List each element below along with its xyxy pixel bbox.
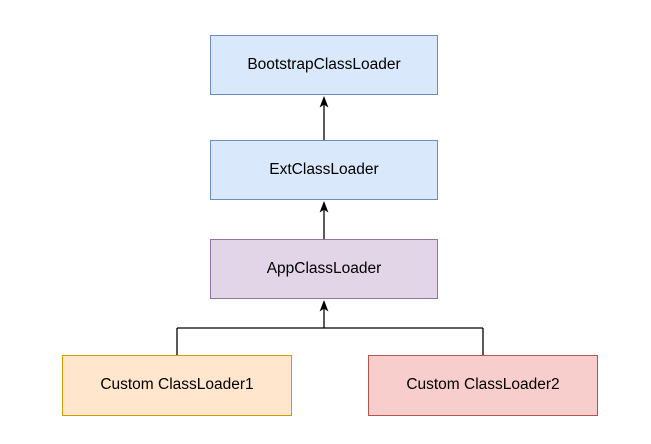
node-ext-classloader: ExtClassLoader [210,140,438,200]
node-app-classloader-label: AppClassLoader [266,259,382,277]
node-bootstrap-classloader-label: BootstrapClassLoader [247,55,401,73]
node-bootstrap-classloader: BootstrapClassLoader [210,35,438,95]
node-custom-classloader1: Custom ClassLoader1 [62,355,292,416]
arrowhead-to-app-icon [319,300,329,312]
arrowhead-to-ext-icon [319,201,329,213]
node-custom-classloader2-label: Custom ClassLoader2 [406,376,560,394]
node-custom-classloader1-label: Custom ClassLoader1 [100,376,254,394]
arrowhead-to-bootstrap-icon [319,96,329,108]
node-custom-classloader2: Custom ClassLoader2 [368,355,598,416]
node-app-classloader: AppClassLoader [210,239,438,299]
node-ext-classloader-label: ExtClassLoader [269,160,379,178]
